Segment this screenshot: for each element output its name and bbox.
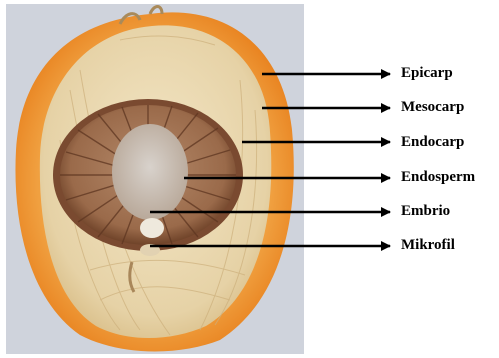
label-epicarp: Epicarp <box>401 66 453 81</box>
label-mesocarp: Mesocarp <box>401 100 464 115</box>
label-endocarp: Endocarp <box>401 135 464 150</box>
embrio-region <box>140 218 164 238</box>
label-mikrofil: Mikrofil <box>401 238 455 253</box>
endosperm-center <box>112 124 188 220</box>
label-embrio: Embrio <box>401 204 450 219</box>
label-endosperm: Endosperm <box>401 170 475 185</box>
